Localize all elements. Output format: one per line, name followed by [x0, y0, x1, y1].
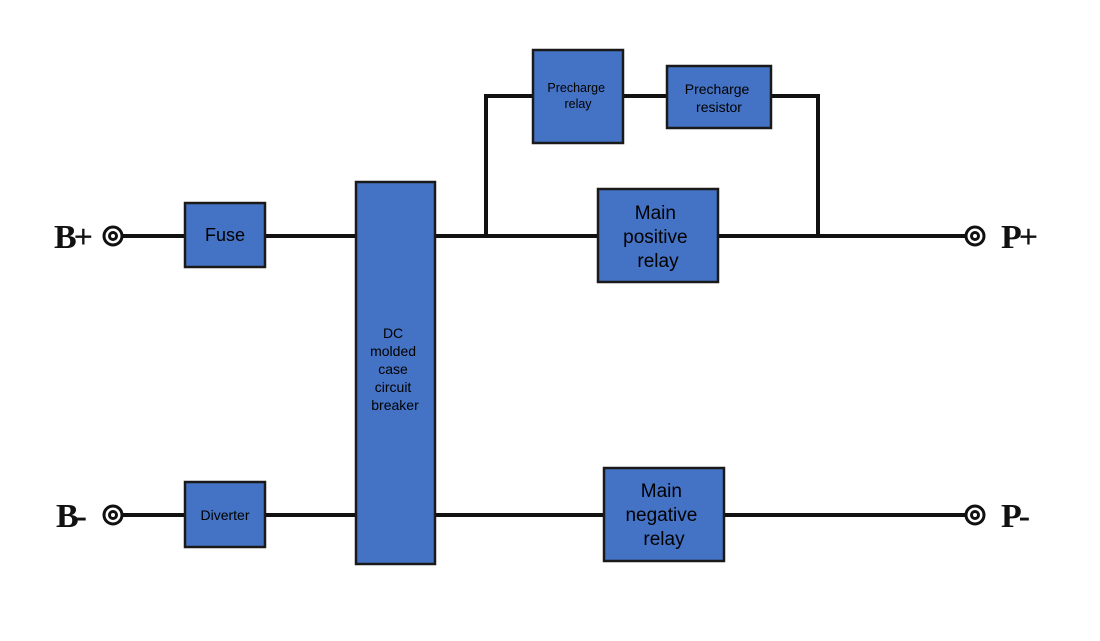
terminal-p-minus-label: P-: [1001, 498, 1030, 535]
terminal-b-plus-label: B+: [54, 219, 92, 256]
terminal-b-minus: B-: [56, 498, 124, 535]
terminal-p-plus-label: P+: [1001, 219, 1037, 256]
terminal-b-plus: B+: [54, 219, 124, 256]
terminal-p-plus: P+: [964, 219, 1040, 256]
main-positive-relay-label-line: relay: [637, 251, 679, 272]
precharge-relay-block: Precharge relay: [531, 48, 625, 145]
fuse-label-line: Fuse: [205, 225, 245, 245]
precharge-resistor-label-line: resistor: [696, 99, 742, 115]
circuit-breaker-label-line: DC: [383, 325, 403, 341]
fuse-block: Fuse: [183, 201, 267, 269]
circuit-breaker-label: DC molded case circuit breaker: [370, 325, 420, 413]
circuit-breaker-label-line: case: [378, 361, 408, 377]
terminal-b-minus-label: B-: [56, 498, 87, 535]
precharge-resistor-label-line: Precharge: [685, 81, 750, 97]
wire-precharge-right-branch: [769, 94, 820, 238]
diverter-block: Diverter: [183, 480, 267, 549]
main-positive-relay-label-line: Main: [635, 203, 676, 224]
main-positive-relay-block: Main positive relay: [596, 187, 720, 284]
terminal-p-minus: P-: [964, 498, 1033, 535]
diverter-label: Diverter: [200, 507, 249, 523]
main-positive-relay-label: Main positive relay: [623, 203, 693, 272]
precharge-relay-label-line: relay: [564, 97, 592, 111]
main-negative-relay-label: Main negative relay: [625, 481, 702, 550]
precharge-relay-label: Precharge relay: [547, 81, 608, 111]
main-negative-relay-block: Main negative relay: [602, 466, 726, 563]
precharge-relay-label-line: Precharge: [547, 81, 605, 95]
main-negative-relay-label-line: negative: [625, 505, 697, 526]
circuit-breaker-block: DC molded case circuit breaker: [354, 180, 437, 566]
diverter-label-line: Diverter: [200, 507, 249, 523]
main-positive-relay-label-line: positive: [623, 227, 687, 248]
precharge-resistor-label: Precharge resistor: [685, 81, 753, 115]
main-negative-relay-label-line: relay: [643, 529, 685, 550]
fuse-label: Fuse: [205, 225, 245, 245]
circuit-breaker-label-line: circuit: [375, 379, 412, 395]
wire-precharge-left-branch: [484, 94, 535, 238]
circuit-breaker-label-line: breaker: [371, 397, 419, 413]
precharge-resistor-block: Precharge resistor: [665, 64, 773, 130]
circuit-breaker-label-line: molded: [370, 343, 416, 359]
main-negative-relay-label-line: Main: [641, 481, 682, 502]
